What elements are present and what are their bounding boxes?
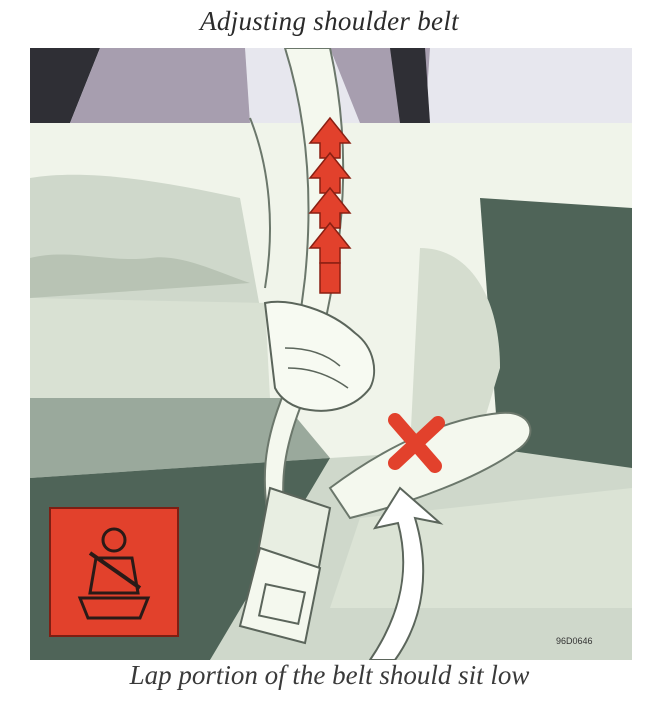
seatbelt-illustration — [30, 48, 632, 660]
figure-caption: Lap portion of the belt should sit low — [0, 660, 659, 691]
figure-title: Adjusting shoulder belt — [0, 6, 659, 37]
figure-code: 96D0646 — [556, 636, 593, 646]
seatbelt-warning-icon — [50, 508, 178, 636]
